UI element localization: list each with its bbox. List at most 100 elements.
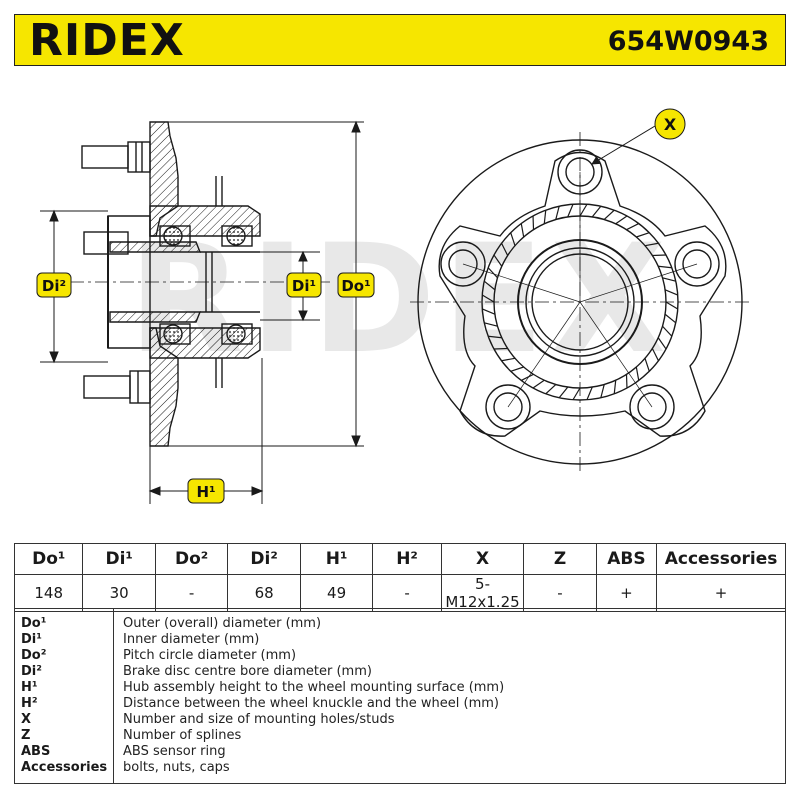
legend-desc: ABS sensor ring <box>123 744 226 759</box>
legend-row: H¹ Hub assembly height to the wheel moun… <box>15 680 787 696</box>
legend-row: Di² Brake disc centre bore diameter (mm) <box>15 664 787 680</box>
spec-value-cell: - <box>154 574 229 612</box>
legend-panel: Do¹ Outer (overall) diameter (mm) Di¹ In… <box>14 608 786 784</box>
legend-row: Z Number of splines <box>15 728 787 744</box>
abs-tooth <box>487 267 498 279</box>
spec-value-cell: 49 <box>299 574 374 612</box>
header-bar: RIDEX 654W0943 <box>14 14 786 66</box>
abs-tooth <box>482 308 496 315</box>
h1-badge <box>187 478 225 504</box>
abs-tooth <box>567 204 574 218</box>
part-number: 654W0943 <box>607 26 769 57</box>
legend-desc: Number and size of mounting holes/studs <box>123 712 395 727</box>
abs-tooth <box>626 223 639 231</box>
legend-desc: Inner diameter (mm) <box>123 632 260 647</box>
legend-row: H² Distance between the wheel knuckle an… <box>15 696 787 712</box>
spec-header-cell: Do¹ <box>13 543 84 575</box>
abs-tooth <box>493 254 503 267</box>
watermark-text: RIDEX <box>128 213 672 387</box>
abs-tooth <box>662 325 673 337</box>
legend-desc: Distance between the wheel knuckle and t… <box>123 696 499 711</box>
abs-tooth <box>657 337 667 350</box>
spec-header-cell: Do² <box>154 543 229 575</box>
legend-key: H² <box>21 696 38 711</box>
legend-key: ABS <box>21 744 51 759</box>
spec-value-cell: + <box>595 574 658 612</box>
spec-value-cell: 30 <box>82 574 156 612</box>
legend-desc: bolts, nuts, caps <box>123 760 230 775</box>
legend-key: H¹ <box>21 680 38 695</box>
abs-tooth <box>510 366 524 372</box>
legend-key: Di² <box>21 664 42 679</box>
abs-tooth <box>558 386 569 399</box>
do1-badge <box>337 272 375 298</box>
legend-divider <box>113 609 114 783</box>
abs-tooth <box>483 280 496 291</box>
abs-tooth <box>600 384 605 398</box>
legend-key: Do² <box>21 648 47 663</box>
legend-key: Accessories <box>21 760 108 775</box>
abs-ring-teeth <box>481 203 679 401</box>
abs-tooth <box>586 386 593 400</box>
brand-logo: RIDEX <box>29 15 185 66</box>
spec-table: Do¹ Di¹ Do² Di² H¹ H² X Z ABS Accessorie… <box>13 543 786 612</box>
technical-drawing: RIDEX <box>36 108 750 504</box>
legend-key: Di¹ <box>21 632 42 647</box>
legend-row: ABS ABS sensor ring <box>15 744 787 760</box>
spec-header-cell: H² <box>372 543 442 575</box>
spec-value-cell: - <box>372 574 442 612</box>
abs-tooth <box>644 358 650 372</box>
spec-header-cell: X <box>440 543 525 575</box>
spec-header-cell: Z <box>523 543 597 575</box>
abs-tooth <box>555 206 560 220</box>
spec-header-row: Do¹ Di¹ Do² Di² H¹ H² X Z ABS Accessorie… <box>13 543 786 575</box>
legend-row: Accessories bolts, nuts, caps <box>15 760 787 776</box>
abs-tooth <box>615 215 628 225</box>
spec-header-cell: ABS <box>595 543 658 575</box>
spec-header-cell: Accessories <box>656 543 786 575</box>
spec-header-cell: Di² <box>227 543 301 575</box>
legend-desc: Outer (overall) diameter (mm) <box>123 616 322 631</box>
abs-tooth <box>501 243 509 256</box>
abs-tooth <box>488 335 502 339</box>
legend-desc: Pitch circle diameter (mm) <box>123 648 297 663</box>
legend-row: Do² Pitch circle diameter (mm) <box>15 648 787 664</box>
spec-header-cell: H¹ <box>299 543 374 575</box>
di1-badge <box>286 272 322 298</box>
x-label: X <box>664 115 677 134</box>
abs-tooth <box>664 313 677 324</box>
legend-desc: Brake disc centre bore diameter (mm) <box>123 664 372 679</box>
hub-front-view <box>410 132 750 472</box>
abs-tooth <box>520 223 525 238</box>
spec-value-row: 148 30 - 68 49 - 5-M12x1.25 - + + <box>13 574 786 612</box>
abs-tooth <box>521 373 534 381</box>
spec-value-cell: 68 <box>227 574 301 612</box>
abs-tooth <box>484 322 498 327</box>
abs-tooth <box>532 379 545 389</box>
x-badge <box>654 108 686 140</box>
abs-tooth <box>635 366 640 381</box>
legend-desc: Hub assembly height to the wheel mountin… <box>123 680 505 695</box>
abs-tooth <box>651 348 659 361</box>
spec-value-cell: - <box>523 574 597 612</box>
do1-label: Do¹ <box>341 277 370 295</box>
abs-tooth <box>579 203 588 217</box>
di2-badge <box>36 272 72 298</box>
legend-key: Do¹ <box>21 616 47 631</box>
legend-key: Z <box>21 728 31 743</box>
di1-label: Di¹ <box>292 277 316 295</box>
abs-tooth <box>644 242 659 247</box>
abs-tooth <box>658 265 672 269</box>
abs-tooth <box>572 387 581 401</box>
hub-cross-section <box>70 121 330 447</box>
abs-tooth <box>545 384 557 395</box>
legend-key: X <box>21 712 32 727</box>
x-leader-line <box>591 125 656 165</box>
di2-label: Di² <box>42 277 66 295</box>
h1-label: H¹ <box>196 483 215 501</box>
abs-tooth <box>613 380 617 394</box>
abs-tooth <box>501 357 516 362</box>
abs-tooth <box>591 205 602 218</box>
abs-tooth <box>665 301 679 310</box>
legend-row: Do¹ Outer (overall) diameter (mm) <box>15 616 787 632</box>
